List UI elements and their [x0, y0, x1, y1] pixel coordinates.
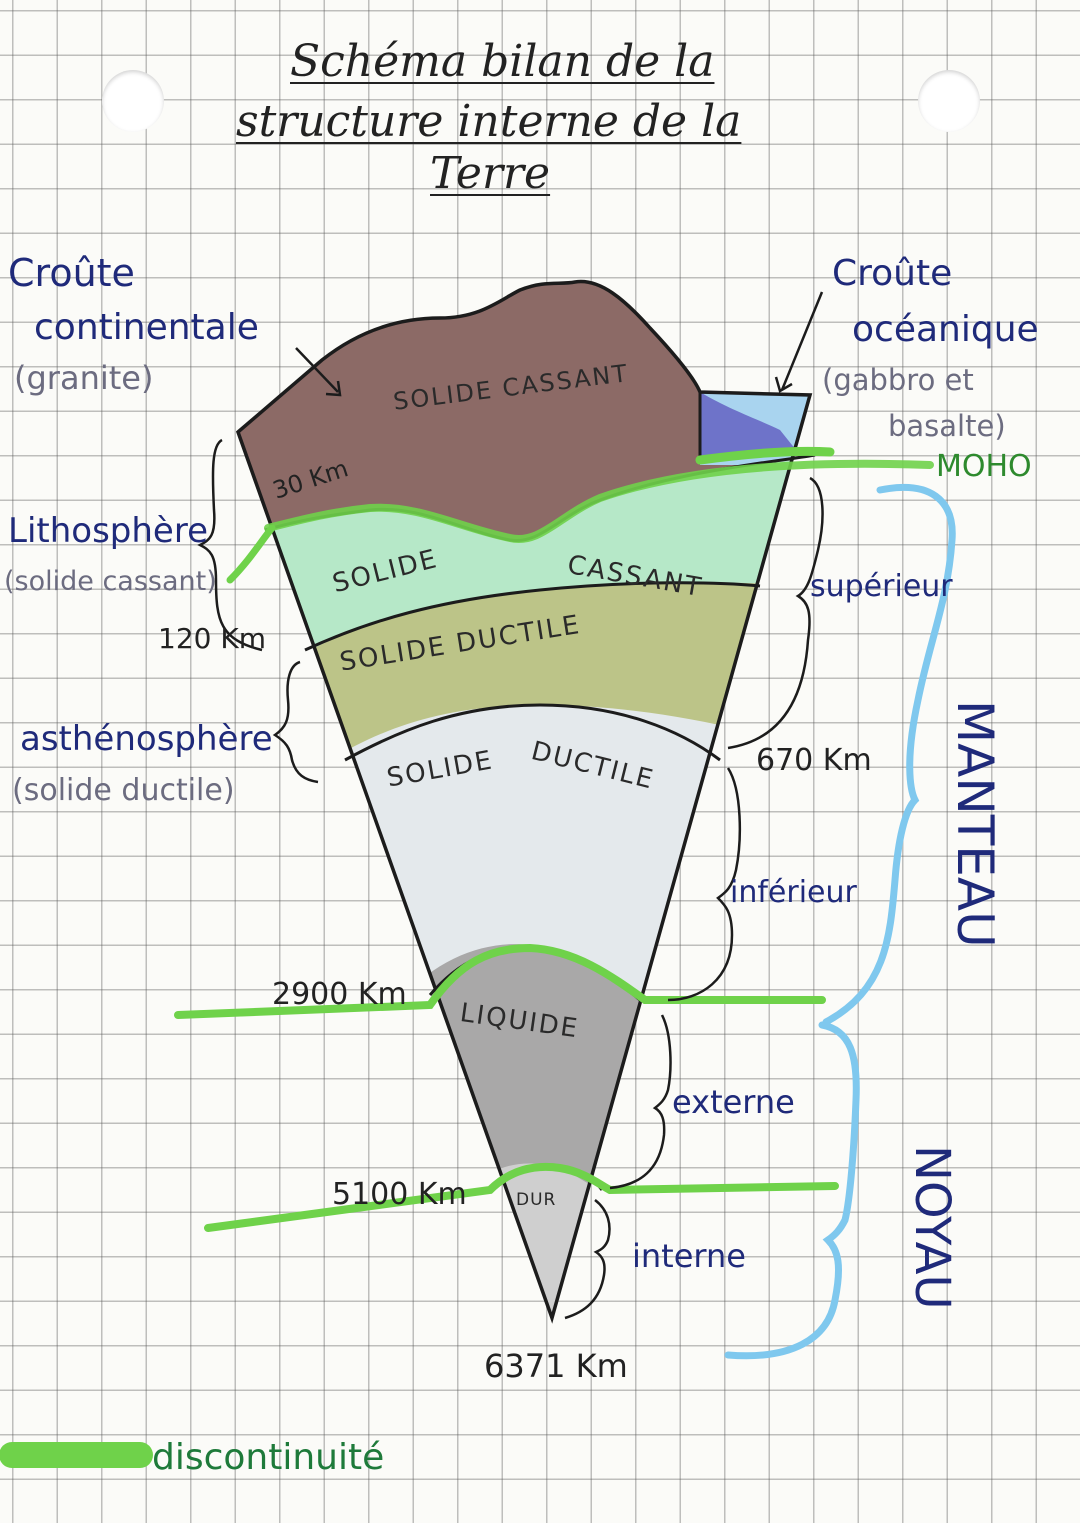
label-interne: interne — [632, 1240, 746, 1272]
label-externe: externe — [672, 1086, 795, 1118]
label-lithosphere: Lithosphère — [8, 514, 208, 548]
arrow-oceanic — [782, 292, 822, 390]
label-croute-oceanique-4: basalte) — [888, 412, 1006, 441]
label-croute-continentale-3: (granite) — [14, 362, 153, 394]
label-moho: MOHO — [936, 452, 1032, 482]
legend-label: discontinuité — [152, 1440, 384, 1476]
moho-left-stroke — [230, 528, 272, 580]
label-noyau: NOYAU — [908, 1145, 956, 1310]
label-croute-oceanique-2: océanique — [852, 312, 1039, 348]
label-croute-continentale-1: Croûte — [8, 254, 135, 292]
label-superieur: supérieur — [810, 572, 953, 602]
label-asthenosphere: asthénosphère — [20, 722, 273, 756]
depth-5100: 5100 Km — [332, 1180, 467, 1210]
title-line-3: Terre — [430, 152, 550, 196]
label-manteau: MANTEAU — [950, 700, 1000, 948]
depth-120: 120 Km — [158, 625, 266, 653]
label-lithosphere-state: (solide cassant) — [4, 568, 217, 595]
depth-670: 670 Km — [756, 746, 872, 776]
label-asthenosphere-state: (solide ductile) — [12, 776, 235, 806]
state-inner-core: DUR — [516, 1192, 556, 1209]
title-line-1: Schéma bilan de la — [290, 40, 714, 84]
label-inferieur: inférieur — [730, 878, 857, 908]
title-line-2: structure interne de la — [236, 100, 741, 144]
layers — [200, 260, 850, 1400]
label-croute-oceanique-3: (gabbro et — [822, 366, 974, 395]
depth-6371: 6371 Km — [484, 1350, 628, 1382]
label-croute-oceanique-1: Croûte — [832, 256, 952, 292]
brace-asthenosphere — [275, 662, 318, 782]
depth-2900: 2900 Km — [272, 980, 407, 1010]
label-croute-continentale-2: continentale — [34, 310, 259, 346]
